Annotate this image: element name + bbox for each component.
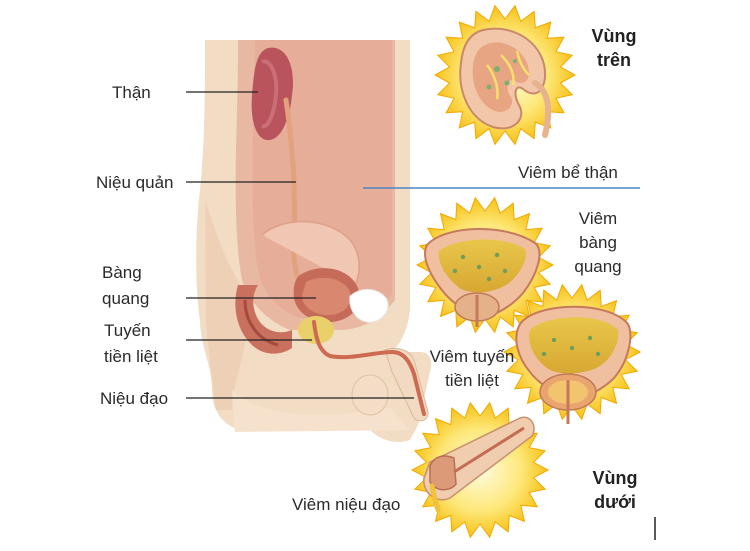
prostatitis-illustration — [502, 283, 642, 424]
leg — [232, 390, 410, 432]
bladder-label-line1: Bàng — [102, 263, 142, 282]
prostatitis-label-line1: Viêm tuyến — [430, 347, 515, 366]
kidney-label: Thận — [112, 83, 151, 102]
body-cross-section — [196, 40, 432, 442]
urethritis-illustration — [410, 401, 550, 539]
upper-region-label-line2: trên — [597, 50, 631, 70]
urethritis-label: Viêm niệu đạo — [292, 495, 400, 514]
pyelonephritis-illustration — [433, 4, 577, 146]
lower-region-label-line2: dưới — [594, 492, 636, 512]
cystitis-label-line2: bàng — [579, 233, 617, 252]
kidney-organ — [251, 47, 293, 141]
cystitis-label-line3: quang — [574, 257, 621, 276]
upper-region-label-line1: Vùng — [592, 26, 637, 46]
pyelonephritis-label: Viêm bể thận — [518, 163, 618, 182]
penis — [384, 347, 429, 422]
prostate-label-line1: Tuyến — [104, 321, 151, 340]
lower-region-label-line1: Vùng — [593, 468, 638, 488]
bladder-label-line2: quang — [102, 289, 149, 308]
urethra-tube — [312, 320, 426, 416]
urethra-label: Niệu đạo — [100, 389, 168, 408]
cystitis-illustration — [415, 196, 555, 334]
prostate-label-line2: tiền liệt — [104, 347, 158, 366]
ureter-label: Niệu quản — [96, 173, 174, 192]
leader-lines — [186, 91, 414, 399]
prostatitis-label-line2: tiền liệt — [445, 371, 499, 390]
cystitis-label-line1: Viêm — [579, 209, 617, 228]
